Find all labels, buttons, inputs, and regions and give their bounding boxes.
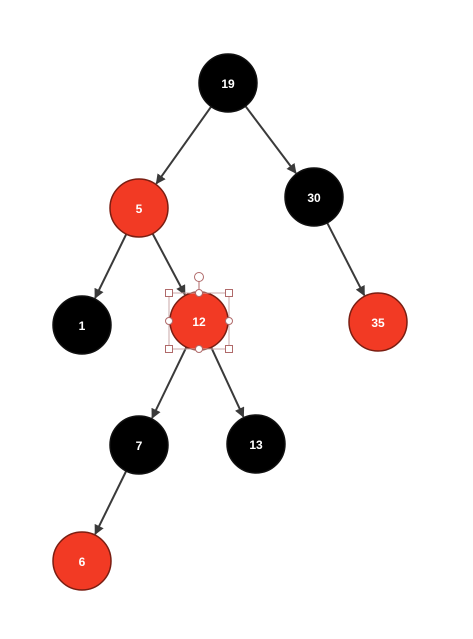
tree-node-30[interactable]: 30	[284, 167, 344, 227]
node-label: 12	[192, 315, 206, 329]
nodes-layer: 19 5 30 1 12 35 7 13 6	[52, 53, 408, 591]
node-label: 30	[307, 191, 321, 205]
tree-node-12[interactable]: 12	[169, 291, 229, 351]
node-label: 7	[136, 439, 143, 453]
resize-handle-bottom-right[interactable]	[225, 345, 233, 353]
edge-n5-n1	[94, 233, 128, 299]
red-node-circle	[52, 531, 112, 591]
node-label: 6	[79, 555, 86, 569]
rotate-handle[interactable]	[194, 272, 204, 282]
edge-n12-n13	[210, 346, 245, 418]
black-node-circle	[52, 295, 112, 355]
resize-handle-bottom[interactable]	[195, 345, 203, 353]
resize-handle-top-left[interactable]	[165, 289, 173, 297]
edge-n7-n6	[94, 470, 128, 535]
resize-handle-left[interactable]	[165, 317, 173, 325]
resize-handle-bottom-left[interactable]	[165, 345, 173, 353]
selection-frame[interactable]	[165, 272, 233, 353]
resize-handle-top-right[interactable]	[225, 289, 233, 297]
node-label: 5	[136, 202, 143, 216]
edge-n19-n30	[244, 105, 297, 174]
black-node-circle	[284, 167, 344, 227]
resize-handle-right[interactable]	[225, 317, 233, 325]
edge-n30-n35	[326, 222, 366, 297]
tree-node-1[interactable]: 1	[52, 295, 112, 355]
red-node-circle	[109, 178, 169, 238]
tree-node-7[interactable]: 7	[109, 415, 169, 475]
node-label: 13	[249, 438, 263, 452]
tree-node-35[interactable]: 35	[348, 292, 408, 352]
tree-node-13[interactable]: 13	[226, 414, 286, 474]
tree-node-6[interactable]: 6	[52, 531, 112, 591]
black-node-circle	[198, 53, 258, 113]
tree-node-19[interactable]: 19	[198, 53, 258, 113]
black-node-circle	[226, 414, 286, 474]
red-node-circle	[348, 292, 408, 352]
node-label: 1	[79, 319, 86, 333]
edge-n12-n7	[151, 346, 188, 419]
edge-n5-n12	[151, 233, 186, 296]
edges-layer	[94, 105, 366, 535]
node-label: 19	[221, 77, 235, 91]
resize-handle-top[interactable]	[195, 289, 203, 297]
black-node-circle	[109, 415, 169, 475]
edge-n19-n5	[155, 106, 213, 185]
tree-node-5[interactable]: 5	[109, 178, 169, 238]
node-label: 35	[371, 316, 385, 330]
